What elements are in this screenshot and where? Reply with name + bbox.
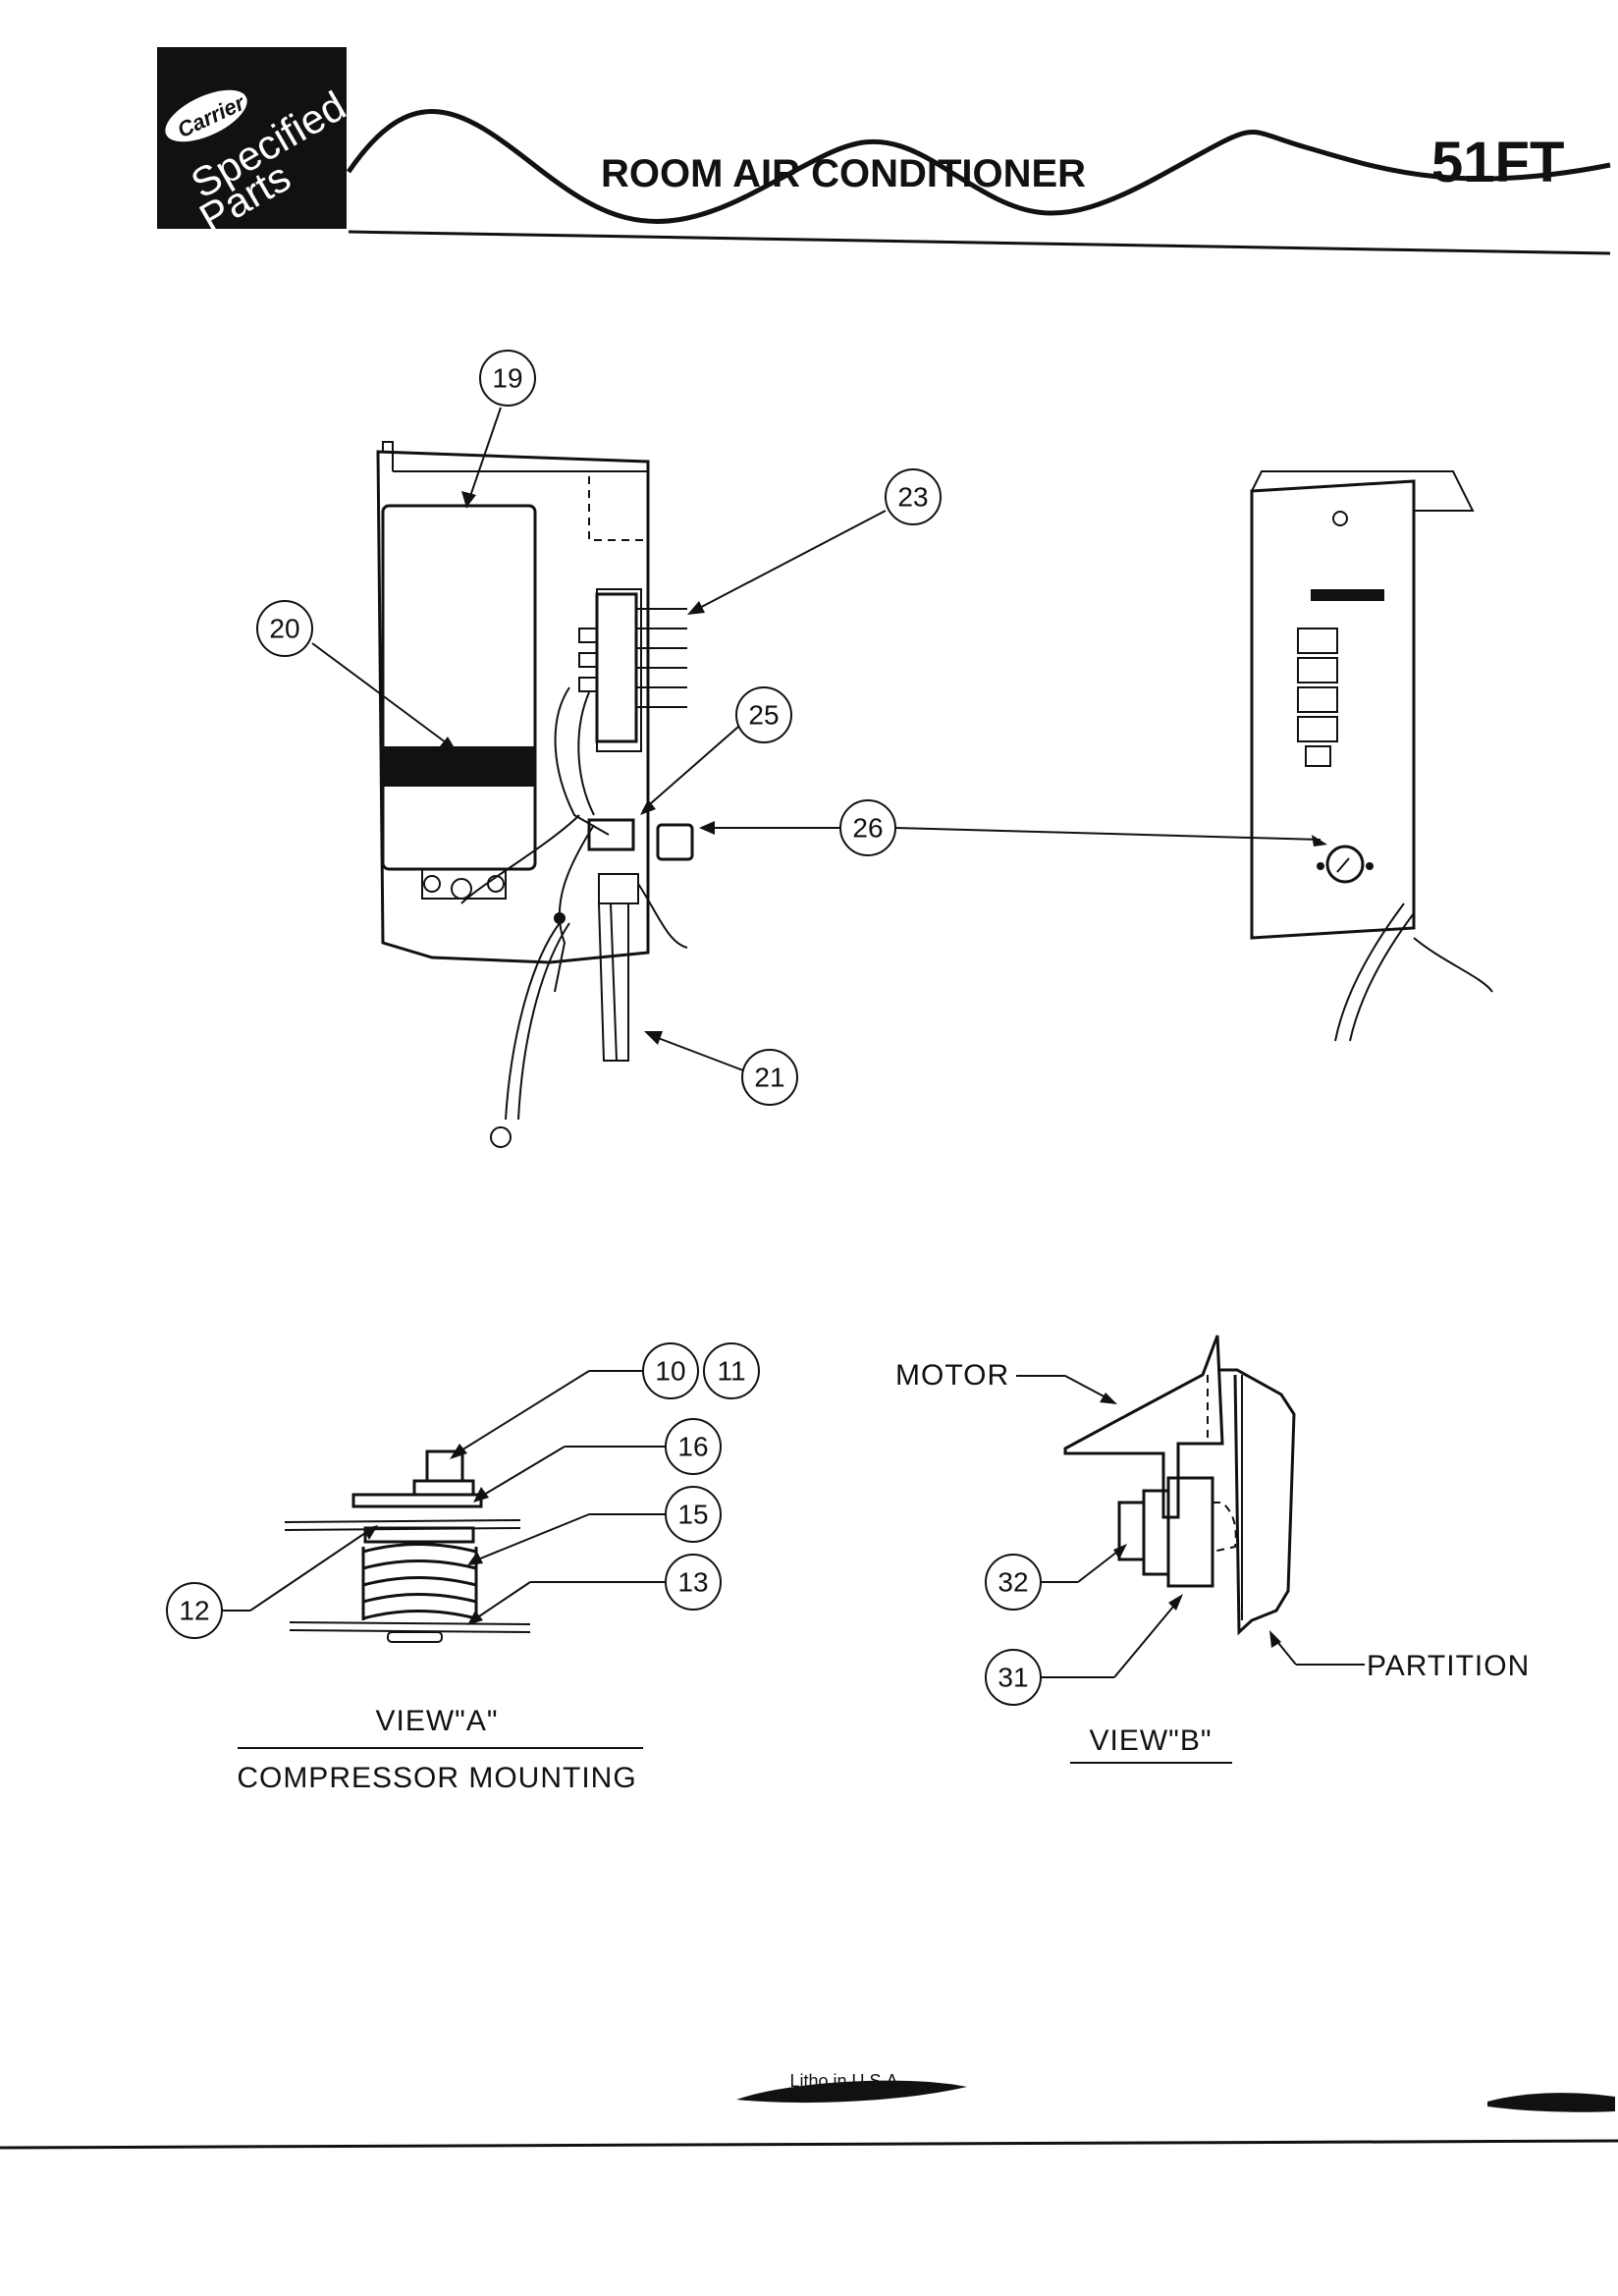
footer-rule xyxy=(0,2139,1618,2150)
callout-10: 10 xyxy=(655,1356,685,1387)
capacitor xyxy=(381,504,537,900)
callout-23: 23 xyxy=(897,482,928,513)
header: Carrier Specified Parts ROOM AIR CONDITI… xyxy=(157,47,1611,255)
footer: Litho in U.S.A. xyxy=(0,2071,1618,2150)
callout-13: 13 xyxy=(677,1567,708,1598)
view-a-title: VIEW"A" xyxy=(376,1705,499,1737)
top-callouts: 19 20 23 25 26 21 xyxy=(256,350,1327,1106)
callout-26: 26 xyxy=(852,813,883,844)
side-panel-assembly xyxy=(1250,470,1493,1042)
terminal-block xyxy=(578,592,687,743)
carrier-logo: Carrier Specified Parts xyxy=(157,47,353,242)
callout-25: 25 xyxy=(748,700,779,731)
callout-15: 15 xyxy=(677,1500,708,1530)
callout-19: 19 xyxy=(492,363,522,394)
callout-31: 31 xyxy=(998,1663,1028,1693)
header-rule xyxy=(348,230,1611,255)
view-a-compressor-mounting: 10 11 16 15 13 12 VIEW"A" COMPRESSOR MOU… xyxy=(166,1342,760,1794)
header-title: ROOM AIR CONDITIONER xyxy=(601,152,1086,195)
control-box-assembly xyxy=(376,441,694,1148)
callout-16: 16 xyxy=(677,1432,708,1462)
callout-21: 21 xyxy=(754,1063,784,1093)
control-knob xyxy=(1317,845,1374,884)
view-b-motor-partition: MOTOR 32 31 PARTITION VIEW"B" xyxy=(895,1335,1530,1764)
rocker-switch-bank xyxy=(1297,628,1338,767)
view-a-subtitle: COMPRESSOR MOUNTING xyxy=(237,1762,636,1794)
motor-label: MOTOR xyxy=(895,1359,1009,1392)
callout-20: 20 xyxy=(269,614,299,644)
callout-12: 12 xyxy=(179,1596,209,1626)
mounting-spring xyxy=(361,1543,478,1620)
callout-11: 11 xyxy=(717,1356,745,1387)
litho-text: Litho in U.S.A. xyxy=(789,2071,902,2091)
model-number: 51FT xyxy=(1431,131,1564,194)
header-wave xyxy=(346,109,1611,224)
view-b-title: VIEW"B" xyxy=(1090,1724,1213,1757)
partition-label: PARTITION xyxy=(1367,1650,1530,1682)
callout-32: 32 xyxy=(998,1567,1028,1598)
